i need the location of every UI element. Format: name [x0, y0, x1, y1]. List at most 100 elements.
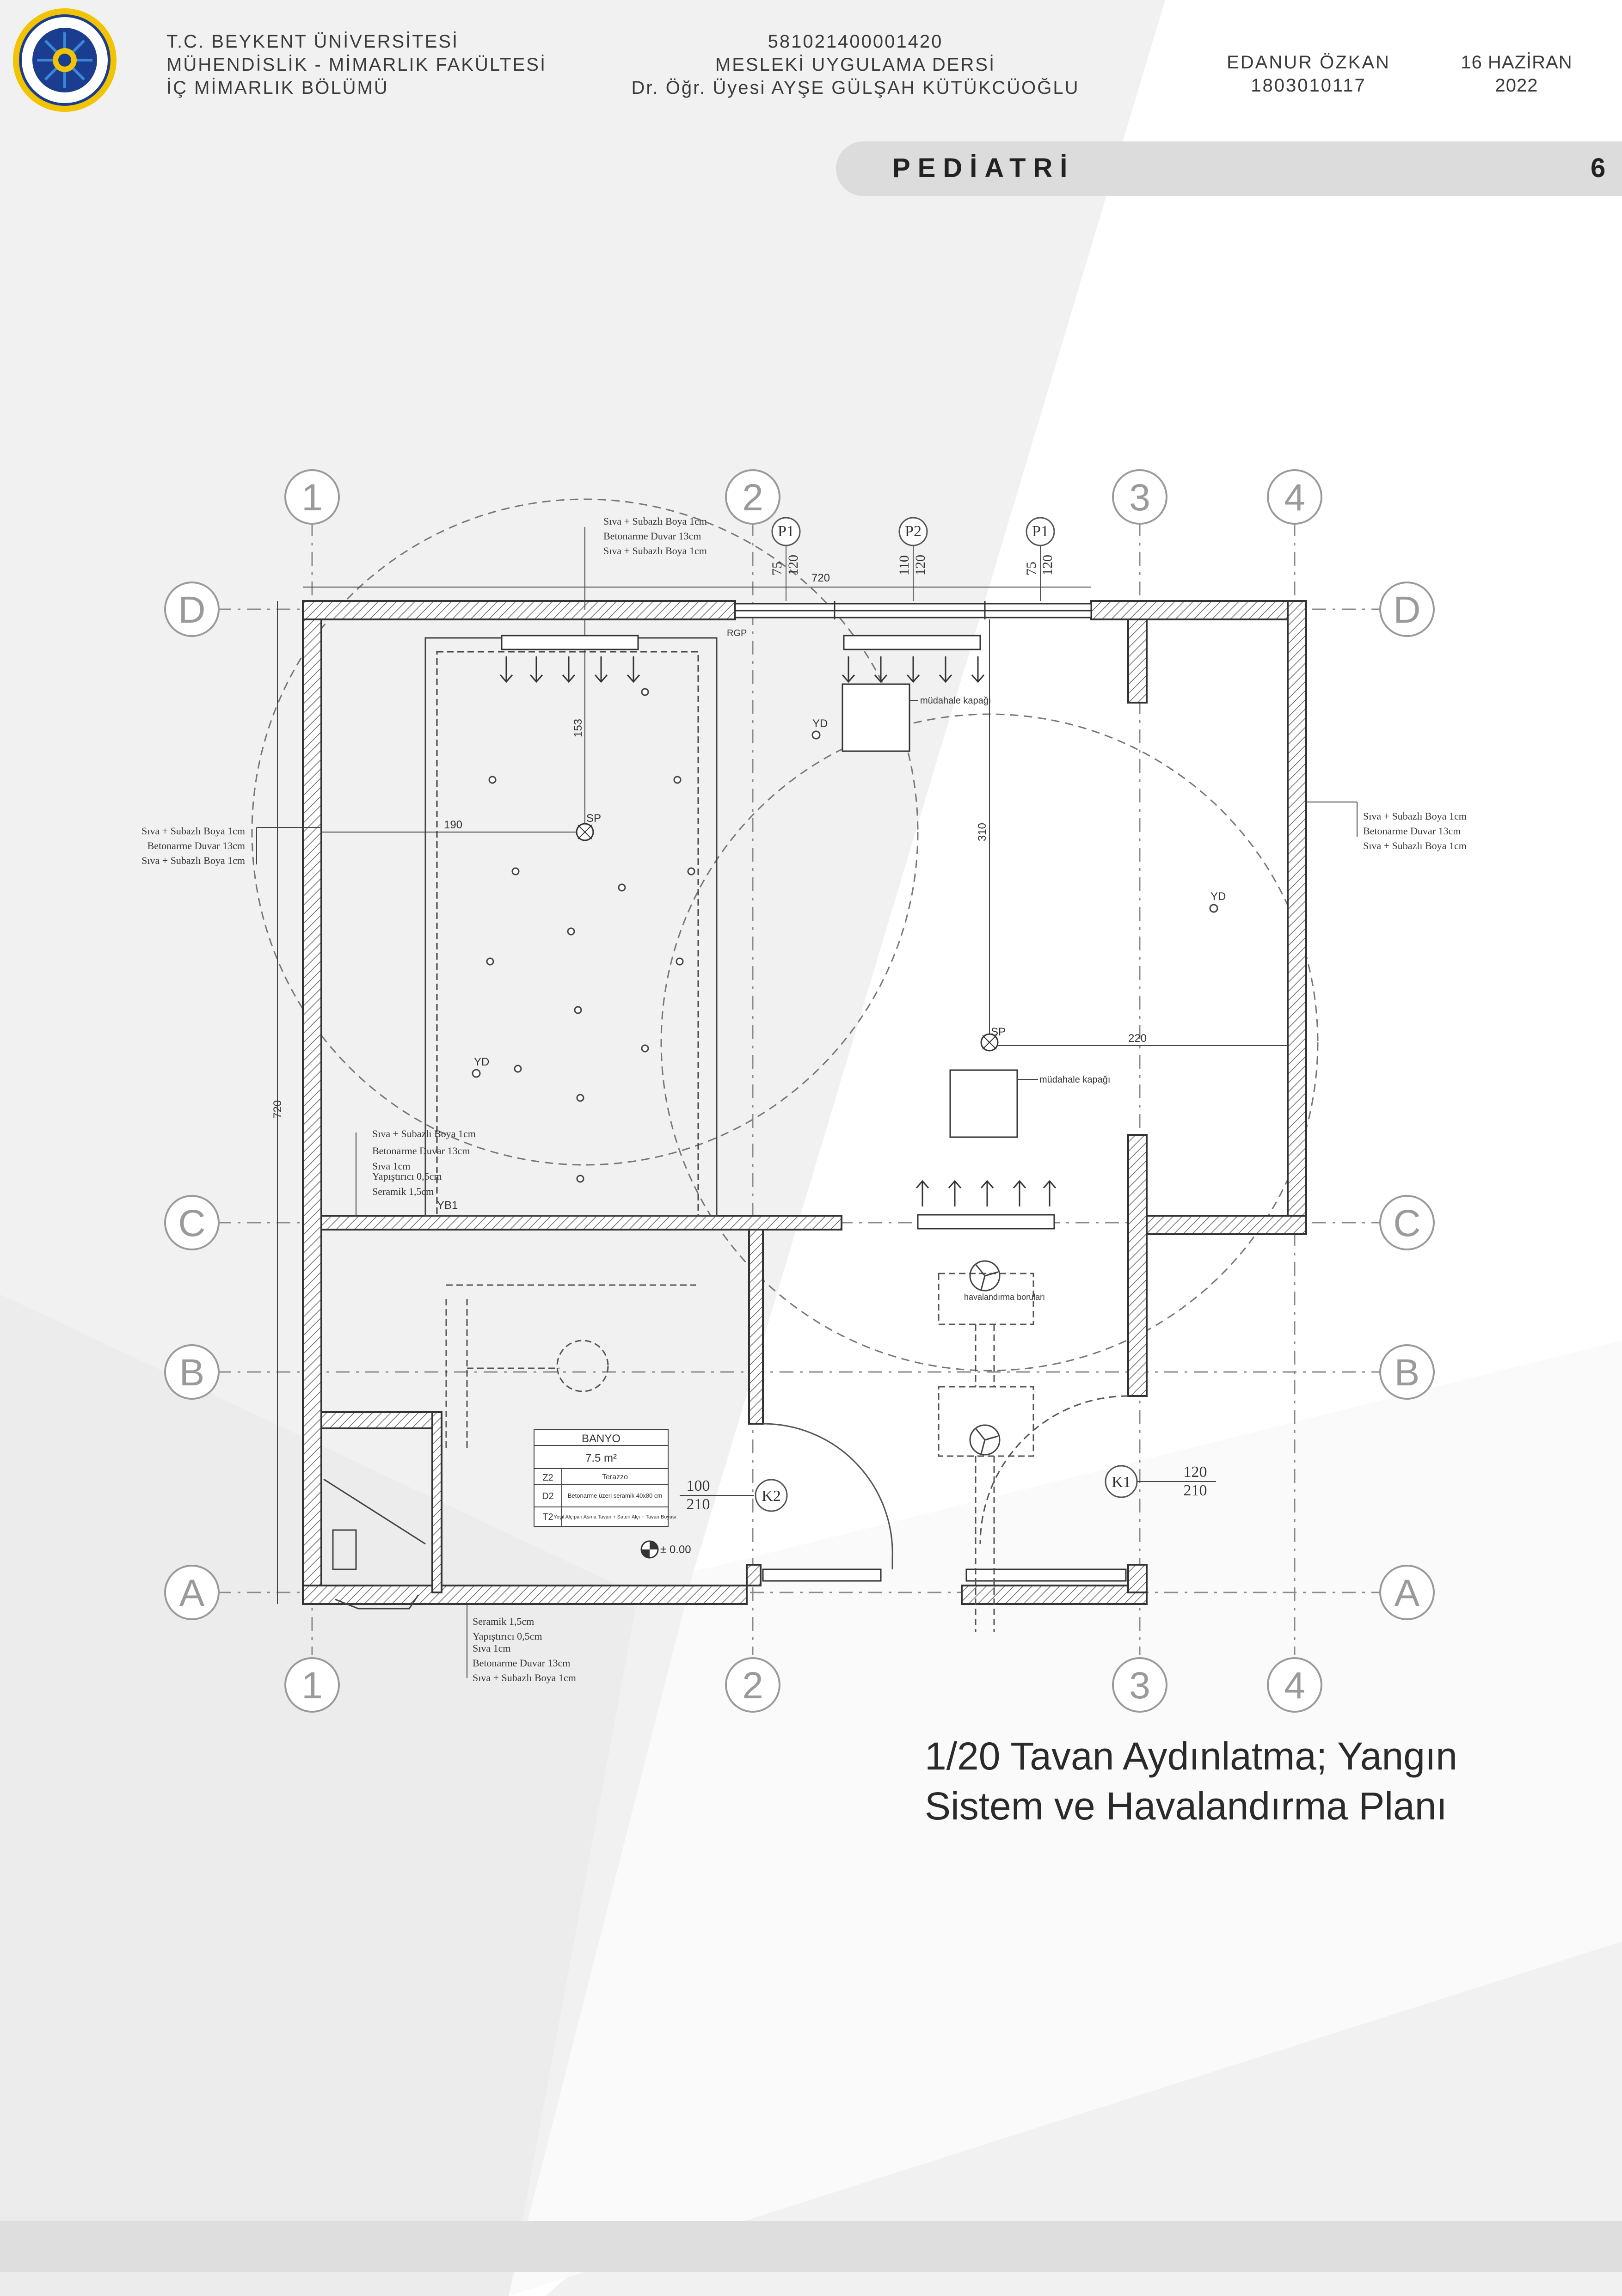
grid-col-4-top: 4	[1284, 477, 1305, 519]
sp-label-2: SP	[991, 1026, 1006, 1038]
dimension-190: 190	[444, 819, 462, 831]
window-3-width: 75	[1024, 562, 1039, 576]
dimension-lines	[277, 587, 1288, 1604]
student-name: EDANUR ÖZKAN	[1227, 52, 1390, 73]
university-line-1: T.C. BEYKENT ÜNİVERSİTESİ	[166, 31, 459, 52]
level-label: ± 0.00	[660, 1543, 691, 1556]
room-floor-code: Z2	[542, 1473, 553, 1483]
top-wall-layer-1: Sıva + Subazlı Boya 1cm	[603, 515, 707, 527]
window-leaders	[786, 545, 1041, 601]
door-tags	[755, 1465, 1138, 1512]
section-bar	[836, 141, 1622, 196]
inner-wall-layer-5: Seramik 1,5cm	[372, 1186, 434, 1197]
hatch-label-1: müdahale kapağı	[920, 696, 991, 706]
right-wall-layer-3: Sıva + Subazlı Boya 1cm	[1363, 840, 1467, 851]
hatch-label-2: müdahale kapağı	[1039, 1075, 1110, 1085]
rgp-label: RGP	[727, 628, 747, 638]
room-floor-desc: Terazzo	[602, 1473, 628, 1481]
dimension-153: 153	[572, 719, 584, 737]
window-2-width: 110	[897, 555, 912, 576]
yd-label-2: YD	[1210, 890, 1226, 903]
university-logo	[13, 8, 117, 112]
grid-row-d-right: D	[1393, 589, 1420, 631]
grid-row-b-left: B	[179, 1352, 205, 1394]
dimension-left: 720	[271, 1100, 284, 1119]
yd-label-1: YD	[812, 717, 828, 730]
dimension-310: 310	[976, 823, 989, 841]
grid-row-c-left: C	[178, 1202, 205, 1244]
room-name: BANYO	[582, 1433, 621, 1445]
door-k1-width: 120	[1184, 1463, 1207, 1481]
grid-col-3-bottom: 3	[1129, 1665, 1150, 1707]
window-tags	[771, 517, 1055, 546]
door-tag-k1: K1	[1112, 1474, 1131, 1491]
inner-wall-layer-3: Sıva 1cm	[372, 1160, 411, 1172]
instructor-name: Dr. Öğr. Üyesi AYŞE GÜLŞAH KÜTÜKCÜOĞLU	[631, 78, 1080, 98]
student-number: 1803010117	[1251, 75, 1366, 96]
grid-row-c-right: C	[1393, 1202, 1420, 1244]
date-block: 16 HAZİRAN 2022	[1424, 51, 1609, 97]
door-k1-height: 210	[1184, 1482, 1207, 1499]
sp-label-1: SP	[586, 812, 601, 825]
window-tag-3: P1	[1032, 523, 1049, 540]
ventilation-ducts	[445, 1273, 1034, 1632]
grid-labels: 1 2 3 4 1 2 3 4 D C B A D C B A	[178, 477, 1420, 1707]
airflow-arrows	[499, 656, 1057, 1206]
grid-col-4-bottom: 4	[1284, 1665, 1305, 1707]
supply-grilles	[501, 635, 1055, 1230]
right-wall-layer-2: Betonarme Duvar 13cm	[1363, 825, 1461, 837]
course-name: MESLEKİ UYGULAMA DERSİ	[715, 55, 996, 75]
top-wall-layer-2: Betonarme Duvar 13cm	[603, 530, 701, 542]
room-wall-code: D2	[542, 1491, 554, 1501]
bottom-wall-layer-1: Seramik 1,5cm	[473, 1616, 534, 1627]
yb1-label: YB1	[437, 1199, 458, 1212]
grid-bubbles	[164, 469, 1435, 1713]
bottom-wall-layer-4: Betonarme Duvar 13cm	[473, 1657, 570, 1669]
university-line-2: MÜHENDİSLİK - MİMARLIK FAKÜLTESİ	[166, 55, 547, 75]
bottom-wall-layer-5: Sıva + Subazlı Boya 1cm	[473, 1672, 576, 1684]
inner-wall-layer-2: Betonarme Duvar 13cm	[372, 1145, 470, 1157]
grid-col-3-top: 3	[1129, 477, 1150, 519]
grid-col-2-bottom: 2	[742, 1665, 763, 1707]
dimension-top: 720	[811, 572, 830, 584]
section-title: PEDİATRİ	[892, 153, 1075, 183]
left-wall-layer-2: Betonarme Duvar 13cm	[147, 840, 245, 851]
grid-row-a-left: A	[179, 1572, 205, 1614]
dimension-220: 220	[1128, 1032, 1147, 1045]
room-table	[534, 1429, 669, 1527]
plan-caption-line-2: Sistem ve Havalandırma Planı	[925, 1784, 1447, 1828]
door-k2-height: 210	[687, 1496, 710, 1513]
inner-wall-layer-1: Sıva + Subazlı Boya 1cm	[372, 1128, 476, 1139]
grid-lines	[217, 522, 1387, 1655]
window-tag-2: P2	[905, 523, 922, 540]
grid-row-a-right: A	[1395, 1572, 1420, 1614]
grid-col-2-top: 2	[742, 477, 763, 519]
sprinkler-marks	[578, 825, 997, 1050]
university-line-3: İÇ MİMARLIK BÖLÜMÜ	[166, 78, 389, 98]
room-ceiling-code: T2	[542, 1512, 553, 1522]
grid-col-1-bottom: 1	[301, 1665, 323, 1707]
inner-wall-layer-4: Yapıştırıcı 0,5cm	[372, 1170, 442, 1182]
bottom-band	[0, 2221, 1622, 2272]
course-block: 581021400001420 MESLEKİ UYGULAMA DERSİ D…	[578, 30, 1133, 99]
course-code: 581021400001420	[768, 31, 943, 52]
duct-label: havalandırma boruları	[964, 1292, 1045, 1302]
walls	[302, 600, 1307, 1605]
date-day-month: 16 HAZİRAN	[1461, 52, 1573, 73]
door-swings	[762, 1395, 1129, 1569]
downlights	[472, 688, 1218, 1183]
bottom-wall-layer-2: Yapıştırıcı 0,5cm	[473, 1630, 542, 1642]
grid-row-b-right: B	[1395, 1352, 1420, 1394]
university-block: T.C. BEYKENT ÜNİVERSİTESİ MÜHENDİSLİK - …	[166, 30, 547, 99]
left-wall-layer-1: Sıva + Subazlı Boya 1cm	[141, 825, 245, 837]
yd-label-3: YD	[474, 1056, 489, 1068]
room-area: 7.5 m²	[585, 1452, 617, 1464]
date-year: 2022	[1495, 75, 1538, 96]
left-wall-layer-3: Sıva + Subazlı Boya 1cm	[141, 855, 245, 866]
level-marker	[640, 1540, 659, 1559]
room-wall-desc: Betonarme üzeri seramik 40x80 cm	[568, 1492, 662, 1499]
window-1-width: 75	[769, 562, 785, 576]
note-leaders	[256, 527, 1358, 1678]
hatch-leaders	[909, 700, 1038, 1080]
